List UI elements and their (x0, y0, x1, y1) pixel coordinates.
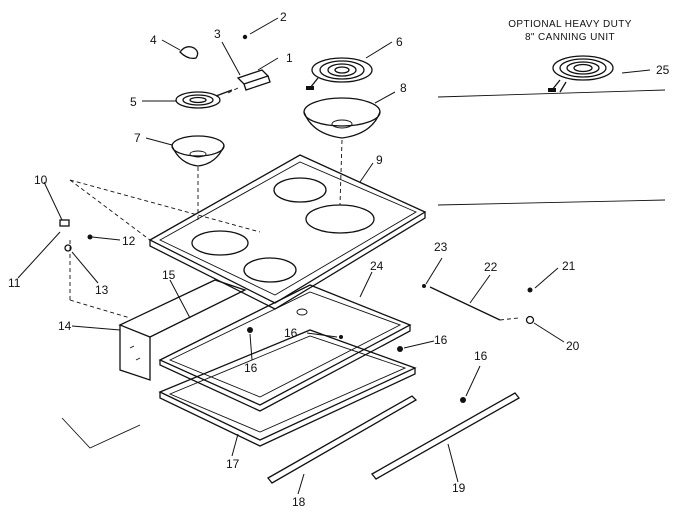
part-number-10: 10 (34, 173, 48, 187)
screw-part (247, 327, 253, 333)
rod-part (429, 286, 501, 321)
screw-part (422, 284, 426, 288)
canning-unit-element (548, 55, 614, 93)
part-number-21: 21 (562, 259, 576, 273)
side-bracket (118, 279, 247, 381)
large-drip-bowl (303, 97, 381, 139)
part-number-11: 11 (8, 276, 21, 290)
part-number-2: 2 (280, 10, 287, 24)
separator-line (437, 89, 666, 98)
part-number-15: 15 (162, 268, 176, 282)
leader-25 (621, 69, 651, 74)
part-number-12: 12 (122, 234, 136, 248)
part-number-19: 19 (452, 481, 466, 495)
dashed-guides (69, 87, 343, 319)
screw-part (242, 34, 248, 40)
part-number-5: 5 (130, 95, 137, 109)
bottom-tray (158, 329, 417, 447)
part-number-1: 1 (286, 51, 293, 65)
leader-lines (17, 17, 565, 495)
part-number-25: 25 (656, 63, 670, 77)
part-number-16: 16 (474, 349, 488, 363)
part-number-6: 6 (396, 35, 403, 49)
part-number-4: 4 (150, 33, 157, 47)
part-number-14: 14 (58, 319, 72, 333)
part-number-20: 20 (566, 339, 580, 353)
caption-line-2: 8" CANNING UNIT (525, 32, 615, 43)
screw-part (397, 346, 403, 352)
dashed-guides (499, 317, 519, 321)
front-trim-strip (267, 395, 418, 484)
separator-line (437, 199, 666, 206)
part-number-16: 16 (244, 361, 258, 375)
terminal-block (236, 69, 271, 91)
part-number-7: 7 (134, 131, 141, 145)
rear-trim-strip (371, 392, 520, 480)
caption-line-1: OPTIONAL HEAVY DUTY (508, 19, 632, 30)
part-number-16: 16 (434, 333, 448, 347)
small-drip-bowl (171, 135, 225, 167)
part-number-8: 8 (400, 81, 407, 95)
small-surface-element (175, 89, 233, 109)
large-surface-element (306, 57, 373, 90)
screw-part (339, 335, 343, 339)
part-number-3: 3 (214, 27, 221, 41)
screw-part (460, 397, 466, 403)
switch-parts (59, 219, 93, 252)
part-number-23: 23 (434, 240, 448, 254)
corner-mark (61, 417, 141, 449)
part-number-22: 22 (484, 260, 498, 274)
part-number-24: 24 (370, 259, 384, 273)
part-number-16: 16 (284, 326, 298, 340)
nut-part (525, 315, 535, 325)
part-number-18: 18 (292, 495, 306, 509)
screw-part (527, 287, 533, 293)
support-frame (158, 284, 412, 412)
part-number-17: 17 (226, 457, 240, 471)
clip-part (179, 46, 199, 60)
part-number-9: 9 (376, 153, 383, 167)
main-cooktop (148, 154, 427, 310)
part-number-13: 13 (95, 283, 109, 297)
